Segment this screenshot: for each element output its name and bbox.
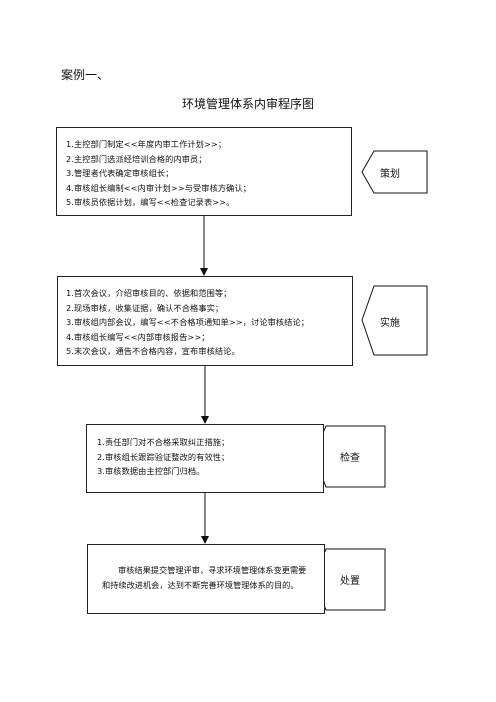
step-line: 3.管理者代表确定审核组长； bbox=[66, 168, 174, 179]
diagram-title: 环境管理体系内审程序图 bbox=[181, 97, 314, 111]
step-line: 5.审核员依据计划，编写<<检查记录表>>。 bbox=[66, 197, 235, 208]
step-line: 2.现场审核，收集证据，确认不合格事实； bbox=[66, 302, 224, 313]
step-line: 4.审核组长编写<<内部审核报告>>； bbox=[66, 331, 210, 342]
step-line: 2.审核组长跟踪验证整改的有效性； bbox=[97, 451, 230, 462]
step-box-do: 1.首次会议，介绍审核目的、依据和范围等； 2.现场审核，收集证据，确认不合格事… bbox=[57, 276, 353, 366]
step-line: 1.首次会议，介绍审核目的、依据和范围等； bbox=[66, 288, 232, 298]
step-line: 4.审核组长编制<<内审计划>>与受审核方确认； bbox=[66, 182, 252, 193]
step-line: 5.末次会议，通告不合格内容，宣布审核结论。 bbox=[66, 346, 240, 357]
phase-label-do: 实施 bbox=[380, 318, 400, 329]
step-box-act: 审核结果提交管理评审，寻求环境管理体系变更需要和持续改进机会，达到不断完善环境管… bbox=[87, 544, 325, 614]
step-line: 3.审核组内部会议，编写<<不合格项通知单>>，讨论审核结论； bbox=[66, 317, 310, 328]
step-box-check: 1.责任部门对不合格采取纠正措施； 2.审核组长跟踪验证整改的有效性； 3.审核… bbox=[86, 424, 324, 493]
phase-label-check: 检查 bbox=[340, 453, 360, 464]
step-line: 2.主控部门选派经培训合格的内审员； bbox=[66, 153, 207, 164]
step-line: 1.主控部门制定<<年度内审工作计划>>； bbox=[66, 139, 227, 149]
phase-label-plan: 策划 bbox=[380, 169, 400, 180]
phase-label-act: 处置 bbox=[340, 576, 360, 587]
step-line: 3.审核数据由主控部门归档。 bbox=[97, 466, 205, 477]
case-label: 案例一、 bbox=[61, 68, 110, 82]
step-paragraph: 审核结果提交管理评审，寻求环境管理体系变更需要和持续改进机会，达到不断完善环境管… bbox=[102, 565, 307, 590]
step-line: 1.责任部门对不合格采取纠正措施； bbox=[97, 437, 230, 447]
step-box-plan: 1.主控部门制定<<年度内审工作计划>>； 2.主控部门选派经培训合格的内审员；… bbox=[56, 127, 352, 216]
